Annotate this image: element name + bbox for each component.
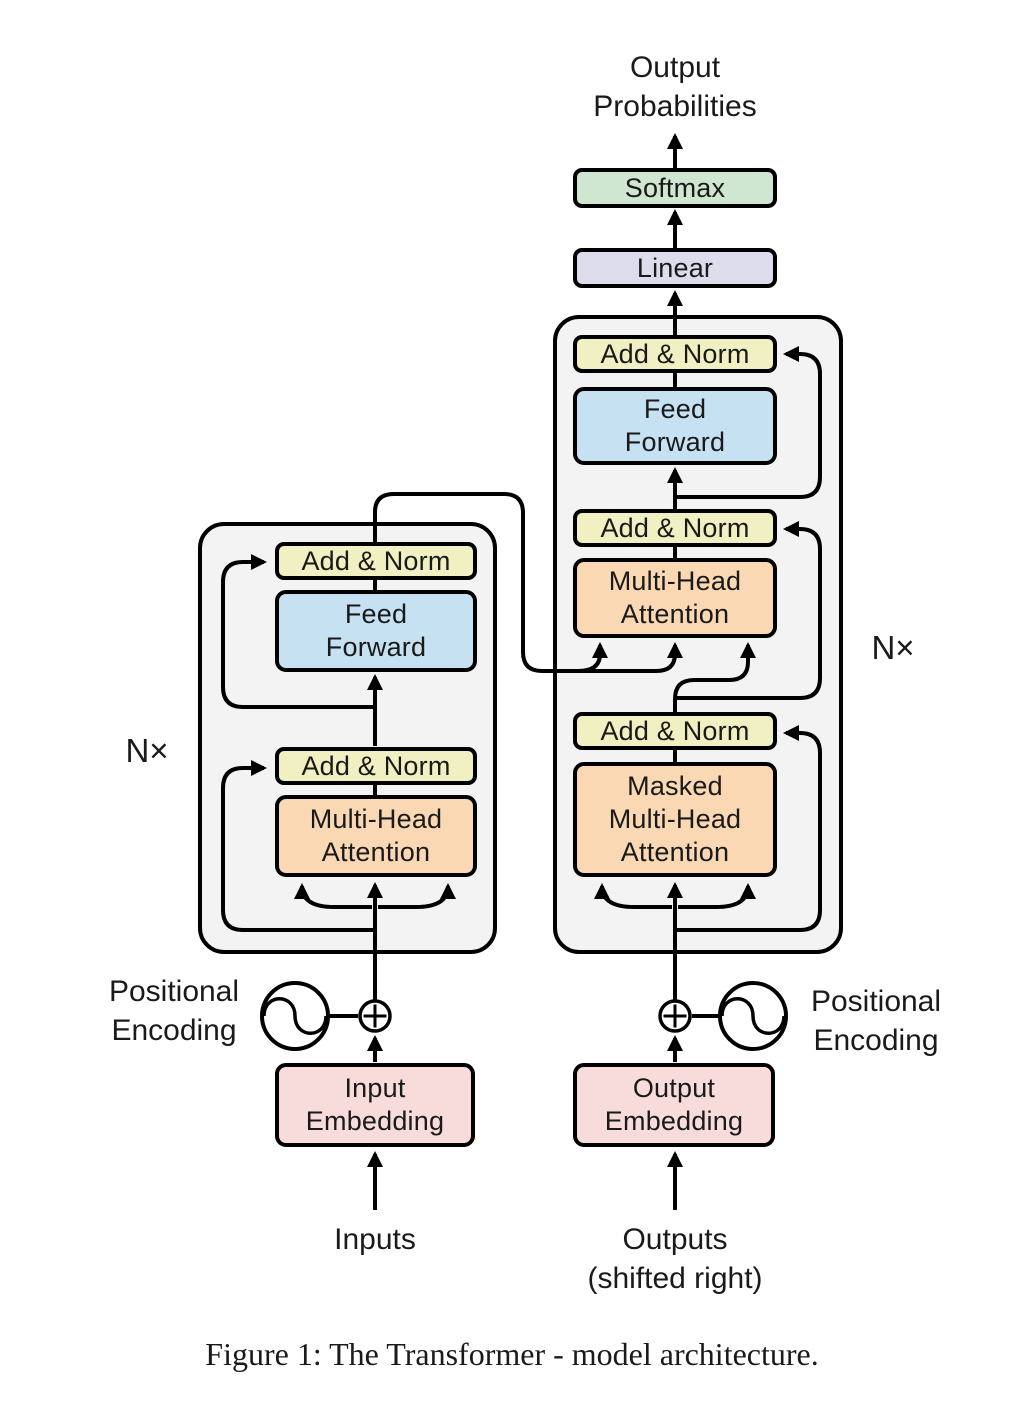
sine-wave-icon — [720, 997, 786, 1035]
enc-mha-fork-left — [294, 883, 372, 909]
residual-loop-enc-ff — [221, 554, 374, 709]
positional-encoding-label-right: Positional Encoding — [786, 982, 966, 1060]
feed-forward-line2: Forward — [624, 427, 726, 457]
input-embedding-line1: Input — [344, 1073, 406, 1103]
encoder-add-norm-top: Add & Norm — [275, 542, 477, 580]
output-embedding-block: Output Embedding — [573, 1063, 775, 1147]
positional-encoding-icon-right — [718, 981, 788, 1051]
add-norm-label: Add & Norm — [600, 338, 750, 369]
outputs-label: Outputs (shifted right) — [545, 1220, 805, 1298]
masked-mha-fork-left — [594, 883, 672, 909]
residual-loop-dec-masked — [676, 725, 822, 932]
linear-block: Linear — [573, 248, 777, 288]
positional-encoding-label-left: Positional Encoding — [84, 972, 264, 1050]
output-embedding-line2: Embedding — [604, 1106, 744, 1136]
residual-loop-dec-ff — [676, 346, 822, 499]
feed-forward-line1: Feed — [643, 394, 707, 424]
mha-line2: Attention — [321, 837, 431, 867]
plus-circle-icon-left — [358, 999, 392, 1033]
masked-multi-head-attention-block: Masked Multi-Head Attention — [573, 762, 777, 877]
positional-line2: Encoding — [813, 1024, 939, 1057]
n-times-label-left: N× — [125, 732, 169, 769]
encoder-to-decoder-fork — [577, 642, 608, 673]
output-probabilities-label: Output Probabilities — [535, 48, 815, 126]
arrow-paths — [221, 133, 822, 1210]
enc-mha-fork-right — [378, 883, 456, 909]
encoder-add-norm-bottom: Add & Norm — [275, 747, 477, 785]
feed-forward-line2: Forward — [325, 632, 427, 662]
decoder-query-path — [673, 642, 756, 712]
output-embedding-line1: Output — [632, 1073, 716, 1103]
outputs-line1: Outputs — [622, 1223, 728, 1256]
encoder-multi-head-attention-block: Multi-Head Attention — [275, 795, 477, 877]
decoder-add-norm-bottom: Add & Norm — [573, 712, 777, 750]
output-probabilities-line1: Output — [629, 51, 721, 84]
outputs-line2: (shifted right) — [587, 1262, 763, 1295]
decoder-add-norm-mid: Add & Norm — [573, 509, 777, 547]
masked-mha-line2: Multi-Head — [608, 804, 742, 834]
n-times-label-right: N× — [871, 629, 915, 666]
encoder-to-decoder-path — [373, 492, 683, 673]
decoder-feed-forward-block: Feed Forward — [573, 387, 777, 465]
mha-line1: Multi-Head — [608, 566, 742, 596]
add-norm-label: Add & Norm — [600, 715, 750, 746]
softmax-block: Softmax — [573, 168, 777, 208]
input-embedding-line2: Embedding — [305, 1106, 445, 1136]
input-embedding-block: Input Embedding — [275, 1063, 475, 1147]
inputs-label: Inputs — [334, 1223, 416, 1256]
positional-encoding-icon-left — [260, 981, 330, 1051]
residual-loop-enc-mha — [221, 760, 374, 932]
plus-circle-icon-right — [658, 999, 692, 1033]
masked-mha-line1: Masked — [627, 771, 723, 801]
decoder-add-norm-top: Add & Norm — [573, 335, 777, 373]
softmax-label: Softmax — [624, 172, 726, 203]
encoder-feed-forward-block: Feed Forward — [275, 590, 477, 672]
mha-line2: Attention — [620, 599, 730, 629]
feed-forward-line1: Feed — [344, 599, 408, 629]
masked-mha-line3: Attention — [620, 837, 730, 867]
mha-line1: Multi-Head — [309, 804, 443, 834]
add-norm-label: Add & Norm — [600, 512, 750, 543]
add-norm-label: Add & Norm — [301, 545, 451, 576]
residual-loop-dec-mha — [676, 521, 822, 700]
decoder-multi-head-attention-block: Multi-Head Attention — [573, 558, 777, 638]
masked-mha-fork-right — [678, 883, 756, 909]
positional-line2: Encoding — [111, 1014, 237, 1047]
linear-label: Linear — [636, 252, 714, 283]
output-probabilities-line2: Probabilities — [593, 90, 757, 123]
sine-wave-icon — [262, 997, 328, 1035]
figure-caption: Figure 1: The Transformer - model archit… — [205, 1336, 819, 1372]
positional-line1: Positional — [108, 975, 240, 1008]
positional-line1: Positional — [810, 985, 942, 1018]
add-norm-label: Add & Norm — [301, 750, 451, 781]
